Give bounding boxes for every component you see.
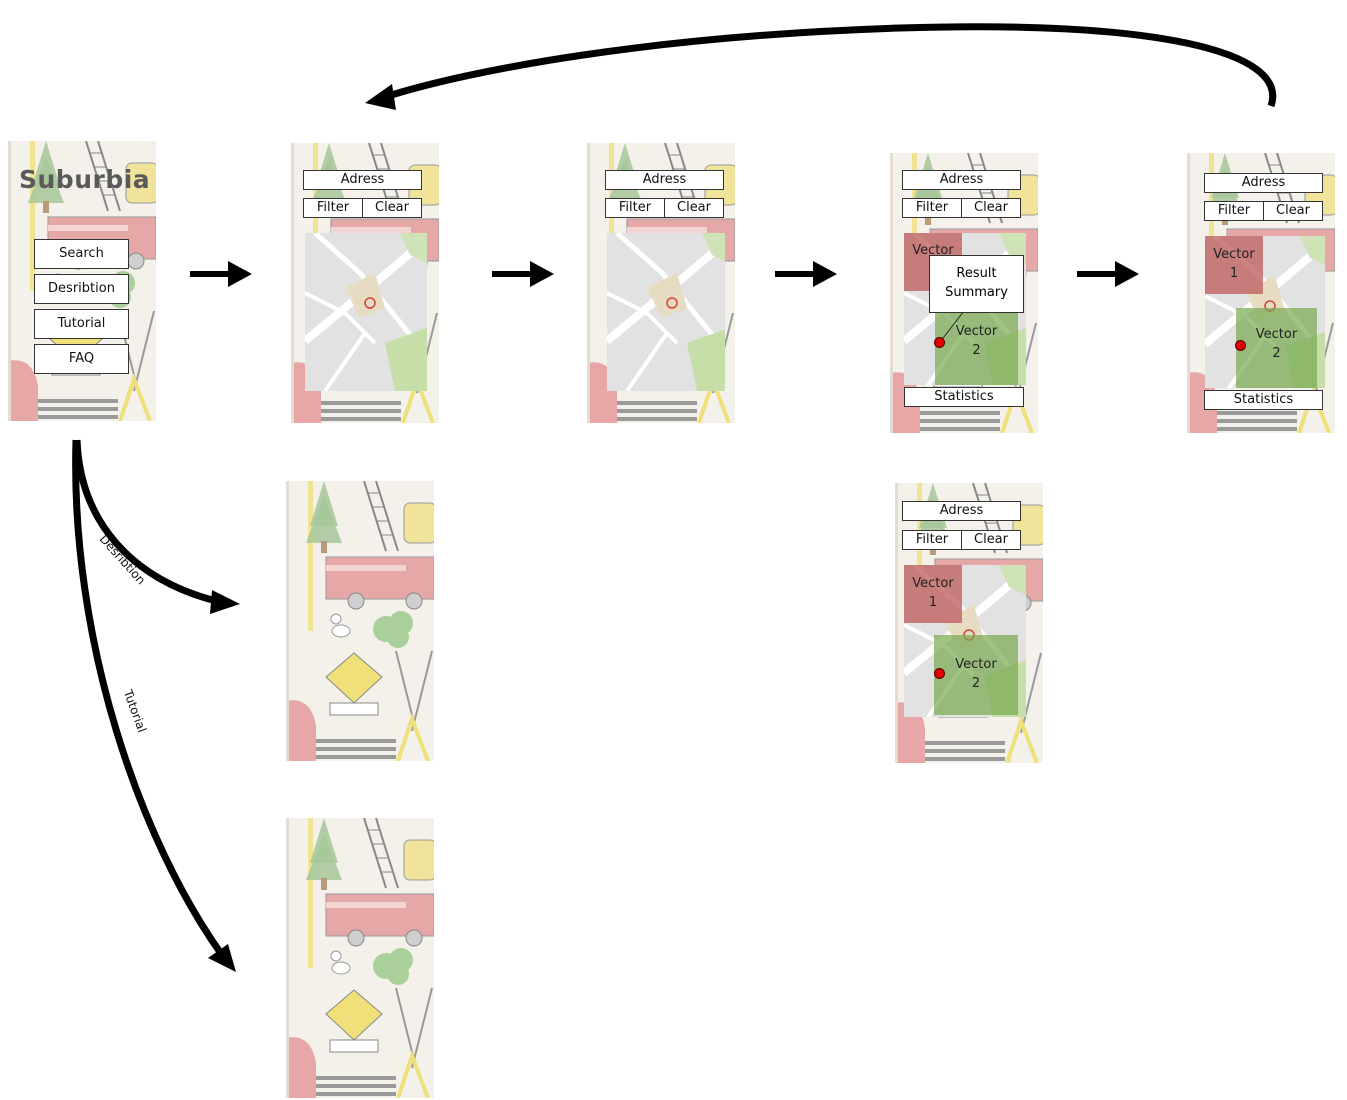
faq-button[interactable]: FAQ (34, 344, 129, 374)
arrow-filter-to-results (775, 261, 837, 287)
vector-2-label-line2: 2 (972, 343, 981, 358)
filter-button[interactable]: Filter (605, 198, 665, 218)
screen-home: Suburbia Search Desribtion Tutorial FAQ (8, 141, 156, 421)
vector-1-label-line2: 1 (928, 595, 938, 610)
screen-results: Adress Filter Clear Vector 1 Vector 2 (895, 483, 1043, 763)
address-field[interactable]: Adress (902, 501, 1021, 521)
summary-pointer (939, 310, 965, 343)
screen-results-statistics: Adress Filter Clear Vector 1 Vector 2 St… (1187, 153, 1335, 433)
screen-tutorial (286, 818, 434, 1098)
address-field[interactable]: Adress (902, 170, 1021, 190)
vector-2-label-line1: Vector (1255, 327, 1298, 342)
vector-2-label-line2: 2 (971, 676, 981, 691)
vector-1-label-line2: 1 (1229, 266, 1239, 281)
address-field[interactable]: Adress (605, 170, 724, 190)
vector-2-area[interactable]: Vector 2 (1236, 308, 1317, 388)
address-field[interactable]: Adress (303, 170, 422, 190)
vector-2-area[interactable]: Vector 2 (934, 635, 1018, 715)
search-button[interactable]: Search (34, 239, 129, 269)
arrow-to-description (73, 439, 240, 614)
vector-2-label-line1: Vector (955, 324, 998, 339)
address-field[interactable]: Adress (1204, 173, 1323, 193)
vector-2-area[interactable]: Vector 2 (935, 305, 1018, 385)
location-marker[interactable] (934, 337, 945, 348)
statistics-button[interactable]: Statistics (1204, 390, 1323, 410)
filter-button[interactable]: Filter (902, 530, 962, 550)
screen-description (286, 481, 434, 761)
filter-button[interactable]: Filter (303, 198, 363, 218)
description-button[interactable]: Desribtion (34, 274, 129, 304)
screen-search: Adress Filter Clear (291, 143, 439, 423)
app-logo: Suburbia (19, 165, 151, 194)
vector-1-label-line1: Vector (912, 576, 954, 591)
arrow-to-tutorial (72, 439, 236, 972)
screen-search-filtered: Adress Filter Clear (587, 143, 735, 423)
arrow-home-to-search (190, 261, 252, 287)
location-marker[interactable] (1235, 340, 1246, 351)
vector-1-area[interactable]: Vector 1 (1205, 236, 1263, 294)
tutorial-button[interactable]: Tutorial (34, 309, 129, 339)
arrow-results-to-statistics (1077, 261, 1139, 287)
location-marker[interactable] (934, 668, 945, 679)
arrow-return-to-search (365, 23, 1277, 110)
map-view[interactable] (305, 233, 427, 391)
clear-button[interactable]: Clear (1263, 201, 1323, 221)
vector-1-label: Vector (912, 243, 954, 258)
screen-results-summary: Adress Filter Clear Vector Vector 2 Resu… (890, 153, 1038, 433)
vector-2-label-line1: Vector (955, 657, 997, 672)
filter-button[interactable]: Filter (1204, 201, 1264, 221)
clear-button[interactable]: Clear (362, 198, 422, 218)
clear-button[interactable]: Clear (961, 530, 1021, 550)
statistics-button[interactable]: Statistics (904, 387, 1024, 407)
summary-line1: Result (956, 266, 997, 281)
arrow-search-to-filter (492, 261, 554, 287)
filter-button[interactable]: Filter (902, 198, 962, 218)
map-view[interactable] (607, 233, 725, 391)
vector-2-label-line2: 2 (1272, 346, 1281, 361)
vector-1-area[interactable]: Vector 1 (904, 565, 962, 623)
clear-button[interactable]: Clear (961, 198, 1021, 218)
clear-button[interactable]: Clear (664, 198, 724, 218)
result-summary-popup[interactable]: Result Summary (929, 255, 1024, 313)
vector-1-label-line1: Vector (1213, 247, 1255, 262)
summary-line2: Summary (945, 285, 1008, 300)
